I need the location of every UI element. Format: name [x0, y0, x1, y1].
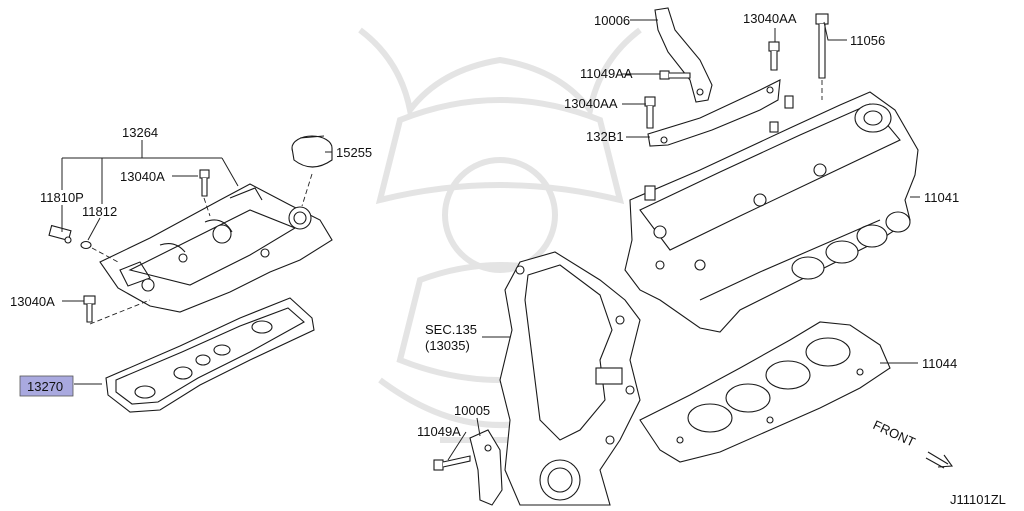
callout-sec-135[interactable]: SEC.135: [425, 322, 477, 337]
pcv-valve-11810P[interactable]: [48, 224, 72, 244]
highlighted-part-box: [19, 375, 74, 397]
o-ring-11812[interactable]: [80, 240, 92, 250]
leader-lines: [61, 19, 920, 461]
engine-slinger-10006[interactable]: [654, 7, 713, 103]
callout-132B1[interactable]: 132B1: [586, 129, 624, 144]
bolt-11049A[interactable]: [433, 455, 471, 471]
cylinder-head-11041[interactable]: [624, 91, 919, 333]
front-label: FRONT: [871, 417, 918, 450]
callout-13270[interactable]: 13270: [27, 379, 63, 394]
callout-13040A-top[interactable]: 13040A: [120, 169, 165, 184]
bolt-13040AA-top[interactable]: [768, 41, 780, 71]
bolt-11049AA[interactable]: [659, 70, 691, 80]
bolt-13040A-top[interactable]: [199, 169, 210, 197]
callout-11044[interactable]: 11044: [922, 356, 957, 371]
bolt-13040A-left[interactable]: [83, 295, 96, 323]
rocker-cover-13264[interactable]: [99, 183, 333, 313]
front-cover-sec135[interactable]: [499, 251, 641, 506]
callout-11041[interactable]: 11041: [924, 190, 959, 205]
bracket-10005[interactable]: [469, 429, 503, 506]
callout-11056[interactable]: 11056: [850, 33, 885, 48]
callout-13040A-left[interactable]: 13040A: [10, 294, 55, 309]
callout-10006[interactable]: 10006: [594, 13, 630, 28]
callout-11812[interactable]: 11812: [82, 204, 117, 219]
callout-11810P[interactable]: 11810P: [40, 190, 84, 205]
callout-13040AA-top[interactable]: 13040AA: [743, 11, 797, 26]
callout-11049A[interactable]: 11049A: [417, 424, 461, 439]
head-gasket-11044[interactable]: [639, 321, 891, 463]
callout-10005[interactable]: 10005: [454, 403, 490, 418]
front-arrow-icon: [927, 451, 949, 465]
callout-13040AA-mid[interactable]: 13040AA: [564, 96, 618, 111]
callout-sec-13035[interactable]: (13035): [425, 338, 470, 353]
callout-11049AA[interactable]: 11049AA: [580, 66, 633, 81]
callout-13264[interactable]: 13264: [122, 125, 158, 140]
valve-cover-gasket-13270[interactable]: [105, 297, 315, 413]
diagram-code: J11101ZL: [950, 492, 1006, 507]
bolt-13040AA-mid[interactable]: [644, 96, 656, 129]
callout-15255[interactable]: 15255: [336, 145, 372, 160]
head-bolt-11056[interactable]: [815, 13, 829, 79]
callout-labels: 10006 13040AA 11056 11049AA 13040AA 132B…: [10, 11, 1006, 507]
front-direction-indicator: FRONT: [871, 417, 954, 469]
bracket-132B1[interactable]: [647, 79, 781, 147]
oil-filler-cap-15255[interactable]: [291, 135, 333, 168]
